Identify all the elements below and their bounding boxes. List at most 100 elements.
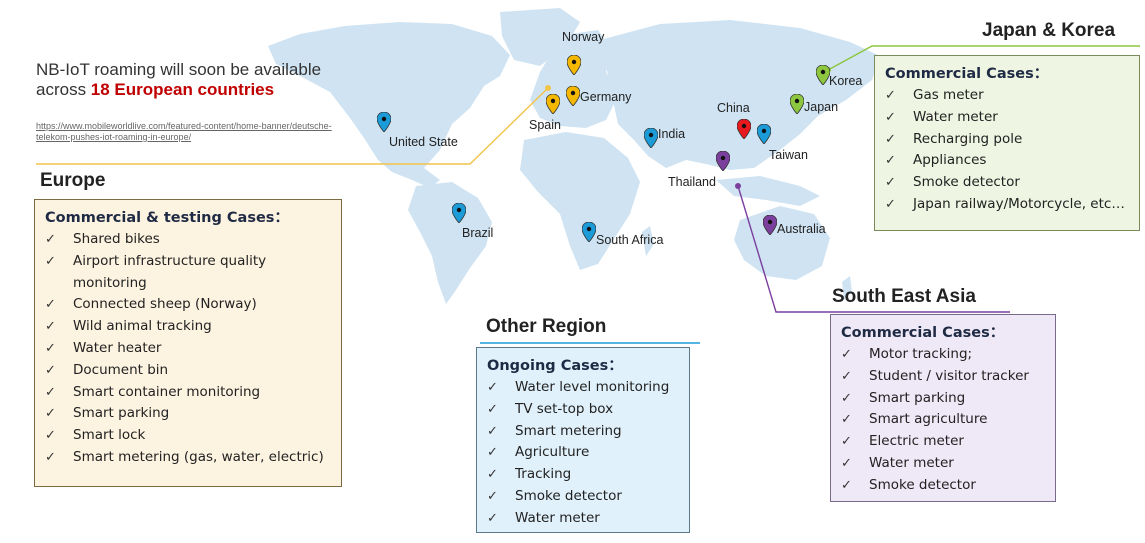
check-icon: ✓ [45,297,56,313]
case-item: ✓Gas meter [885,85,1131,107]
location-label: India [658,127,686,141]
case-item: ✓Smart lock [45,425,333,447]
case-item: ✓TV set-top box [487,399,681,421]
map-pin-icon [790,94,804,114]
case-item-label: Wild animal tracking [73,318,212,335]
europe-cases-list: ✓ Shared bikes ✓ Airport infrastructure qua… [45,229,333,469]
sea-cases-box: Commercial Cases： ✓Motor tracking;✓Stude… [830,314,1056,502]
case-item-label: Document bin [73,361,169,378]
case-item-label: Water level monitoring [515,379,670,395]
case-item: ✓Smart agriculture [841,409,1047,431]
japan-korea-cases-title: Commercial Cases： [885,66,1049,82]
check-icon: ✓ [487,423,498,439]
case-item: ✓ Smoke detector [487,486,681,508]
southeast-asia-islands [716,176,820,206]
case-item-label: Water meter [869,454,954,471]
case-item: ✓Appliances [885,150,1131,172]
location-label: Norway [562,30,605,44]
case-item-label: Smoke detector [869,476,976,493]
case-item-label: Water meter [913,108,998,125]
map-pin-icon [816,65,830,85]
location-label: China [717,101,750,115]
south-east-asia-title: South East Asia [832,286,976,307]
case-item-label: Shared bikes [73,231,160,247]
case-item: ✓ Shared bikes [45,229,333,251]
check-icon: ✓ [45,384,56,400]
map-pin-icon [716,151,730,171]
map-pin-icon [567,55,581,75]
check-icon: ✓ [45,362,56,378]
map-pin-icon [737,119,751,139]
check-icon: ✓ [841,347,852,362]
case-item-label: Water meter [515,509,600,526]
case-item: ✓ Smart parking [841,388,1047,410]
case-item: ✓Tracking [487,464,681,486]
europe-cases-title: Commercial & testing Cases： [45,210,289,226]
europe-connector-dot [545,85,551,91]
case-item-label: Gas meter [913,87,984,103]
map-pin-icon [757,124,771,144]
check-icon: ✓ [841,455,852,471]
other-region-cases-list: ✓Water level monitoring✓TV set-top box✓S… [487,377,681,530]
case-item-label: Motor tracking; [869,346,973,362]
case-item-label: Smart parking [73,405,170,422]
case-item-label: Agriculture [515,444,590,461]
map-pin-icon [377,112,391,132]
check-icon: ✓ [841,368,852,384]
other-region-cases-box: Ongoing Cases： ✓ Water level monitoring ✓T… [476,347,690,533]
case-item-label: Smart container monitoring [73,383,261,400]
check-icon: ✓ [487,467,498,483]
sea-connector-line [737,185,1010,313]
japan-korea-cases-box: Commercial Cases： ✓Gas meter✓Water meter… [874,55,1140,231]
other-region-title: Other Region [486,316,607,337]
location-label: Australia [777,222,826,236]
europe-connector-line [36,87,549,165]
case-item: ✓ Japan railway/Motorcycle, etc… [885,194,1131,216]
check-icon: ✓ [487,488,498,504]
case-item-label: Water heater [73,339,162,356]
case-item: ✓Agriculture [487,442,681,464]
new-zealand-landmass [842,276,852,300]
case-item-label: Smart parking [869,389,966,406]
case-item: ✓Connected sheep (Norway) [45,294,333,316]
europe-title: Europe [40,170,106,191]
check-icon: ✓ [885,153,896,169]
case-item-label: Smart metering [515,422,622,439]
check-icon: ✓ [885,109,896,125]
check-icon: ✓ [841,390,852,406]
check-icon: ✓ [45,232,56,247]
case-item-label: Student / visitor tracker [869,367,1029,384]
japan-landmass [806,76,826,116]
case-item: ✓Water heater [45,338,333,360]
sea-cases-list: ✓ Motor tracking; ✓ Student / visitor track… [841,344,1047,497]
location-label: Taiwan [769,148,808,162]
check-icon: ✓ [885,196,896,212]
location-label: Japan [804,100,839,114]
case-item-label: Smoke detector [913,174,1020,191]
case-item-label: Recharging pole [913,130,1023,147]
check-icon: ✓ [841,477,852,493]
map-pin-icon [452,203,466,223]
case-item-label: Airport infrastructure quality monitorin… [73,252,267,291]
check-icon: ✓ [487,510,498,526]
japan-korea-title: Japan & Korea [982,20,1116,41]
check-icon: ✓ [487,401,498,417]
check-icon: ✓ [45,449,56,465]
source-link[interactable]: https://www.mobileworldlive.com/featured… [36,121,332,142]
check-icon: ✓ [45,253,56,269]
case-item-label: Japan railway/Motorcycle, etc… [913,195,1125,212]
africa-landmass [520,132,640,270]
case-item-label: Smoke detector [515,487,622,504]
japan-connector-line [827,45,1140,71]
map-pin-icon [566,86,580,106]
check-icon: ✓ [487,380,498,395]
map-pin-icon [763,215,777,235]
other-region-cases-title: Ongoing Cases： [487,358,623,374]
headline-text: NB-IoT roaming will soon be available ac… [36,60,322,99]
check-icon: ✓ [841,412,852,428]
madagascar-landmass [642,226,654,256]
case-item: ✓ Water meter [841,453,1047,475]
case-item: ✓Smoke detector [885,172,1131,194]
map-pin-icon [644,128,658,148]
